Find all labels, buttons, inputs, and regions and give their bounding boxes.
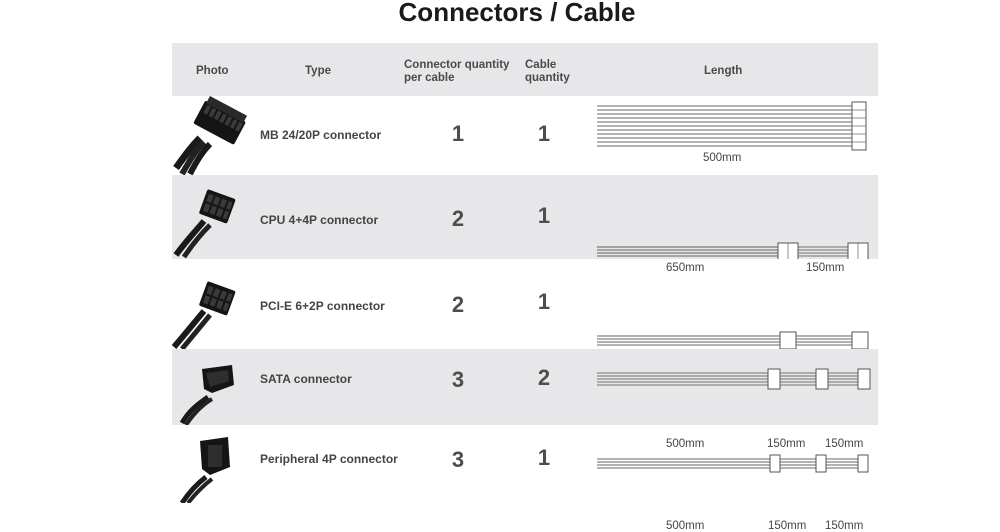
length-label: 150mm (825, 438, 864, 450)
cable-diagram: 500mm 150mm (590, 259, 878, 370)
cable-qty: 1 (537, 289, 551, 314)
table-row: CPU 4+4P connector 2 1 650mm (172, 175, 878, 274)
length-label: 150mm (768, 520, 807, 532)
atx-24pin-plug-icon (172, 96, 252, 176)
cable-qty: 1 (537, 121, 551, 146)
header-connector-qty: Connector quantity per cable (404, 59, 509, 85)
connector-qty: 2 (451, 292, 465, 317)
page-title: Connectors / Cable (398, 0, 636, 27)
connector-qty: 3 (451, 447, 465, 472)
connector-qty: 1 (451, 121, 465, 146)
length-label: 500mm (703, 152, 742, 164)
molex-4pin-plug-icon (172, 425, 252, 505)
cable-diagram: 500mm 150mm 150mm (590, 349, 878, 450)
table-row: MB 24/20P connector 1 1 (172, 96, 878, 176)
cable-qty: 1 (537, 445, 551, 470)
header-type: Type (305, 65, 331, 77)
cable-diagram: 500mm 150mm 150mm (590, 425, 878, 532)
table-row: SATA connector 3 2 500m (172, 349, 878, 450)
type-label: MB 24/20P connector (260, 128, 382, 142)
cable-diagram: 500mm (590, 96, 878, 175)
length-label: 650mm (666, 262, 705, 274)
length-label: 150mm (825, 520, 864, 532)
cpu-8pin-plug-icon (172, 175, 252, 259)
sata-plug-icon (172, 349, 252, 427)
connector-qty: 3 (451, 367, 465, 392)
header-photo: Photo (196, 65, 229, 77)
connector-qty: 2 (451, 206, 465, 231)
type-label: PCI-E 6+2P connector (260, 299, 385, 313)
table-header: Photo Type Connector quantity per cable … (172, 43, 878, 96)
length-label: 150mm (767, 438, 806, 450)
header-length: Length (704, 65, 743, 77)
cable-qty: 2 (537, 365, 551, 390)
header-connector-qty-line2: per cable (404, 72, 455, 84)
length-label: 150mm (806, 262, 845, 274)
type-label: SATA connector (260, 372, 352, 386)
type-label: CPU 4+4P connector (260, 213, 379, 227)
length-label: 500mm (666, 520, 705, 532)
length-label: 500mm (666, 438, 705, 450)
cable-diagram: 650mm 150mm (590, 175, 878, 274)
table-row: PCI-E 6+2P connector 2 1 500mm 150mm (171, 259, 878, 370)
cable-qty: 1 (537, 203, 551, 228)
type-label: Peripheral 4P connector (260, 452, 398, 466)
header-cable-qty-line2: quantity (525, 72, 570, 84)
connectors-table: Photo Type Connector quantity per cable … (171, 43, 878, 532)
header-connector-qty-line1: Connector quantity (404, 59, 510, 71)
table-row: Peripheral 4P connector 3 1 500mm 150mm … (172, 425, 878, 532)
header-cable-qty-line1: Cable (525, 59, 557, 71)
header-cable-qty: Cable quantity (525, 59, 570, 85)
pcie-8pin-plug-icon (171, 259, 252, 351)
